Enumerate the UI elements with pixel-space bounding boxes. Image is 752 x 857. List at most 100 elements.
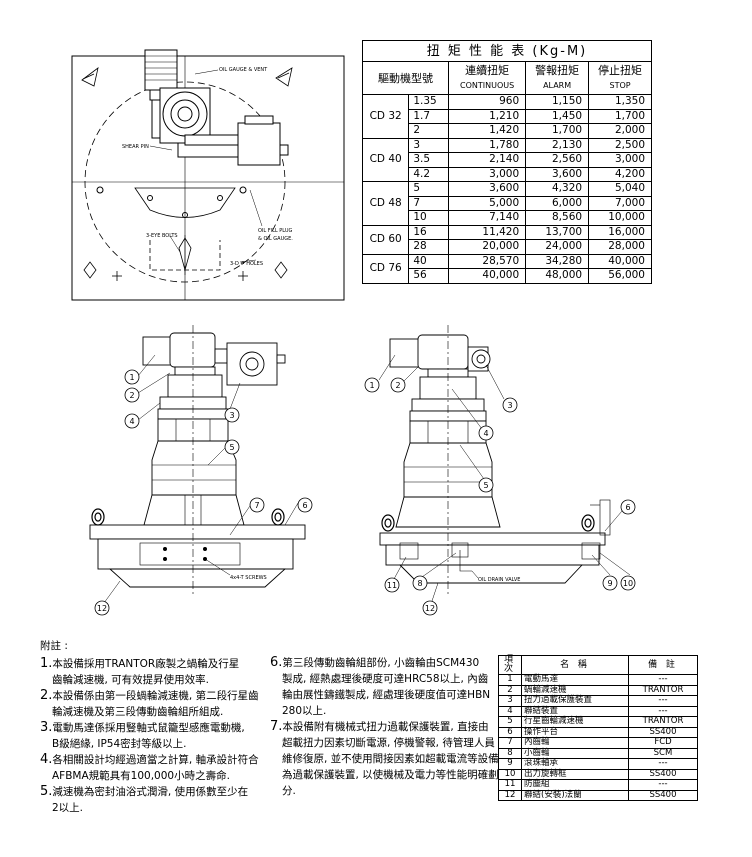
ratio-cell: 2 bbox=[408, 123, 449, 139]
note-item: 1.本設備採用TRANTOR廠製之蝸輪及行星齒輪減速機, 可有效提昇使用效率. bbox=[40, 656, 270, 688]
ratio-cell: 56 bbox=[408, 268, 449, 284]
parts-remark-cell: --- bbox=[628, 758, 698, 770]
parts-no-cell: 5 bbox=[498, 716, 522, 728]
note-number: 3. bbox=[40, 720, 53, 735]
note-line: 減速機為密封油浴式潤滑, 使用係數至少在 bbox=[52, 786, 249, 798]
ratio-cell: 7 bbox=[408, 195, 449, 211]
callout-10-right: 10 bbox=[623, 579, 633, 588]
alarm-cell: 2,560 bbox=[525, 152, 590, 168]
continuous-cell: 11,420 bbox=[447, 224, 527, 240]
parts-name-cell: 扭力過載保護裝置 bbox=[521, 695, 629, 707]
alarm-cell: 34,280 bbox=[525, 253, 590, 269]
stop-cell: 1,350 bbox=[588, 94, 652, 110]
model-cell: CD 60 bbox=[361, 224, 410, 255]
callout-3-left: 3 bbox=[229, 411, 234, 420]
eye-bolts-label: 3-EYE BOLTS bbox=[146, 233, 178, 239]
note-line: 輪由展性鑄鐵製成, 經處理後硬度值可達HBN bbox=[282, 689, 491, 701]
callout-5-right: 5 bbox=[483, 481, 488, 490]
parts-name-cell: 滾珠軸承 bbox=[521, 758, 629, 770]
alarm-cell: 6,000 bbox=[525, 195, 590, 211]
callout-12-left: 12 bbox=[97, 604, 107, 613]
note-line: 為過載保護裝置, 以使機械及電力等性能明確劃 bbox=[282, 769, 499, 781]
parts-name-cell: 行星齒輪減速機 bbox=[521, 716, 629, 728]
ratio-cell: 3.5 bbox=[408, 152, 449, 168]
ratio-cell: 28 bbox=[408, 239, 449, 255]
continuous-cell: 20,000 bbox=[447, 239, 527, 255]
parts-name-header: 名 稱 bbox=[521, 655, 629, 675]
parts-remark-cell: SS400 bbox=[628, 789, 698, 801]
continuous-cell: 960 bbox=[447, 94, 527, 110]
continuous-cell: 1,420 bbox=[447, 123, 527, 139]
parts-name-cell: 電動馬達 bbox=[521, 674, 629, 686]
continuous-cell: 1,780 bbox=[447, 137, 527, 153]
parts-no-cell: 1 bbox=[498, 674, 522, 686]
stop-cell: 2,000 bbox=[588, 123, 652, 139]
parts-no-cell: 12 bbox=[498, 789, 522, 801]
parts-name-cell: 操作平台 bbox=[521, 726, 629, 738]
parts-name-cell: 防塵組 bbox=[521, 779, 629, 791]
alarm-cell: 1,150 bbox=[525, 94, 590, 110]
note-number: 6. bbox=[270, 655, 283, 670]
note-item: 7.本設備附有機械式扭力過載保護裝置, 直接由超載扭力因素切斷電源, 停機警報,… bbox=[270, 719, 499, 799]
note-item: 2.本設備係由第一段蝸輪減速機, 第二段行星齒輪減速機及第三段傳動齒輪組所組成. bbox=[40, 688, 270, 720]
stop-cell: 28,000 bbox=[588, 239, 652, 255]
continuous-cell: 3,000 bbox=[447, 166, 527, 182]
callout-1-left: 1 bbox=[129, 373, 134, 382]
oil-fill-plug-label: OIL FILL PLUG bbox=[258, 228, 293, 234]
ratio-cell: 5 bbox=[408, 181, 449, 197]
note-line: 本設備係由第一段蝸輪減速機, 第二段行星齒 bbox=[52, 690, 259, 702]
note-number: 1. bbox=[40, 656, 53, 671]
note-number: 5. bbox=[40, 784, 53, 799]
parts-no-header: 項次 bbox=[498, 655, 522, 675]
oil-gauge-vent-label: OIL GAUGE & VENT bbox=[219, 67, 268, 73]
alarm-cell: 13,700 bbox=[525, 224, 590, 240]
alarm-cell: 8,560 bbox=[525, 210, 590, 226]
parts-remark-cell: SCM bbox=[628, 747, 698, 759]
side-elevation-drawing: 1 2 3 4 5 6 11 8 9 10 12 OIL DRAIN VALVE bbox=[364, 325, 636, 616]
note-line: 製成, 經熱處理後硬度可達HRC58以上, 內齒 bbox=[282, 673, 489, 685]
continuous-cell: 1,210 bbox=[447, 108, 527, 124]
stop-cell: 4,200 bbox=[588, 166, 652, 182]
parts-remark-cell: SS400 bbox=[628, 768, 698, 780]
alarm-cell: 3,600 bbox=[525, 166, 590, 182]
parts-no-cell: 8 bbox=[498, 747, 522, 759]
notes-heading: 附註 : bbox=[40, 640, 68, 652]
alarm-cell: 48,000 bbox=[525, 268, 590, 284]
parts-no-cell: 6 bbox=[498, 726, 522, 738]
ratio-cell: 3 bbox=[408, 137, 449, 153]
front-elevation-drawing: 1 2 3 4 5 7 6 12 4x4-T SCREWS bbox=[89, 325, 313, 616]
note-line: 2以上. bbox=[52, 802, 84, 814]
stop-cell: 40,000 bbox=[588, 253, 652, 269]
note-line: 本設備附有機械式扭力過載保護裝置, 直接由 bbox=[282, 721, 489, 733]
parts-no-cell: 4 bbox=[498, 705, 522, 717]
callout-2-right: 2 bbox=[395, 381, 400, 390]
holes-label: 3-D # HOLES bbox=[230, 261, 263, 267]
callout-3-right: 3 bbox=[507, 401, 512, 410]
alarm-cell: 2,130 bbox=[525, 137, 590, 153]
parts-remark-cell: --- bbox=[628, 705, 698, 717]
note-line: AFBMA規範具有100,000小時之壽命. bbox=[52, 770, 230, 782]
note-line: 超載扭力因素切斷電源, 停機警報, 待管理人員 bbox=[282, 737, 495, 749]
model-cell: CD 76 bbox=[361, 253, 410, 284]
continuous-cell: 28,570 bbox=[447, 253, 527, 269]
callout-1-right: 1 bbox=[369, 381, 374, 390]
stop-cell: 2,500 bbox=[588, 137, 652, 153]
alarm-cell: 24,000 bbox=[525, 239, 590, 255]
callout-5-left: 5 bbox=[229, 443, 234, 452]
alarm-cell: 1,700 bbox=[525, 123, 590, 139]
note-line: 分. bbox=[282, 785, 296, 797]
